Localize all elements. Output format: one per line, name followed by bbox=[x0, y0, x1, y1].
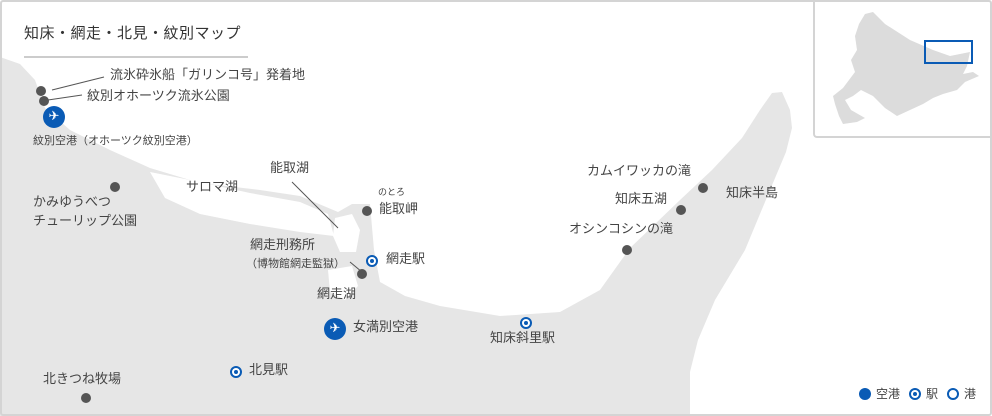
place-label[interactable]: オシンコシンの滝 bbox=[569, 222, 674, 237]
legend-port: 港 bbox=[963, 387, 976, 401]
spot-marker[interactable] bbox=[698, 183, 708, 193]
saroma-lake bbox=[150, 172, 334, 236]
spot-marker[interactable] bbox=[110, 182, 120, 192]
place-label[interactable]: 能取湖 bbox=[270, 161, 310, 176]
place-label[interactable]: 紋別空港（オホーツク紋別空港） bbox=[33, 134, 198, 147]
spot-marker[interactable] bbox=[676, 205, 686, 215]
airplane-icon[interactable]: ✈ bbox=[43, 106, 65, 128]
airplane-icon[interactable]: ✈ bbox=[324, 318, 346, 340]
place-ruby: のとろ bbox=[378, 188, 406, 198]
leader-line bbox=[51, 76, 105, 91]
airport-legend-icon bbox=[858, 387, 871, 400]
place-label[interactable]: 女満別空港 bbox=[353, 320, 419, 335]
place-label[interactable]: サロマ湖 bbox=[186, 180, 239, 195]
spot-marker[interactable] bbox=[36, 86, 46, 96]
station-ring-icon[interactable] bbox=[230, 366, 242, 378]
spot-marker[interactable] bbox=[362, 206, 372, 216]
place-label[interactable]: チューリップ公園 bbox=[33, 214, 138, 229]
place-label[interactable]: 網走駅 bbox=[386, 252, 426, 267]
spot-marker[interactable] bbox=[357, 269, 367, 279]
place-label[interactable]: 網走刑務所 bbox=[250, 238, 316, 253]
place-label[interactable]: 能取岬 bbox=[379, 202, 419, 217]
place-label[interactable]: 北きつね牧場 bbox=[43, 372, 122, 387]
station-ring-icon[interactable] bbox=[520, 317, 532, 329]
station-ring-icon[interactable] bbox=[366, 255, 378, 267]
hokkaido-inset-map bbox=[813, 0, 992, 138]
place-label[interactable]: 知床斜里駅 bbox=[490, 331, 556, 346]
place-label[interactable]: 北見駅 bbox=[249, 363, 289, 378]
map-legend: 空港 駅 港 bbox=[858, 385, 976, 402]
abashiri-lake bbox=[328, 266, 358, 300]
spot-marker[interactable] bbox=[81, 393, 91, 403]
leader-line bbox=[47, 94, 83, 101]
port-legend-icon bbox=[946, 387, 959, 400]
place-label[interactable]: 知床半島 bbox=[726, 186, 779, 201]
place-label[interactable]: かみゆうべつ bbox=[33, 195, 112, 210]
hokkaido-outline bbox=[833, 12, 979, 124]
place-label[interactable]: （博物館網走監獄） bbox=[246, 257, 345, 270]
title-divider bbox=[24, 56, 248, 58]
station-legend-icon bbox=[908, 387, 921, 400]
place-label[interactable]: 流氷砕氷船「ガリンコ号」発着地 bbox=[110, 68, 306, 83]
place-label[interactable]: 網走湖 bbox=[317, 287, 357, 302]
place-label[interactable]: 紋別オホーツク流氷公園 bbox=[87, 89, 230, 104]
leader-line bbox=[291, 181, 339, 229]
spot-marker[interactable] bbox=[622, 245, 632, 255]
place-label[interactable]: 知床五湖 bbox=[615, 192, 668, 207]
legend-station: 駅 bbox=[925, 387, 938, 401]
place-label[interactable]: カムイワッカの滝 bbox=[587, 164, 692, 179]
legend-airport: 空港 bbox=[875, 387, 900, 401]
region-highlight bbox=[924, 40, 973, 64]
spot-marker[interactable] bbox=[39, 96, 49, 106]
notoro-lake bbox=[333, 214, 360, 252]
map-title: 知床・網走・北見・紋別マップ bbox=[24, 24, 242, 42]
